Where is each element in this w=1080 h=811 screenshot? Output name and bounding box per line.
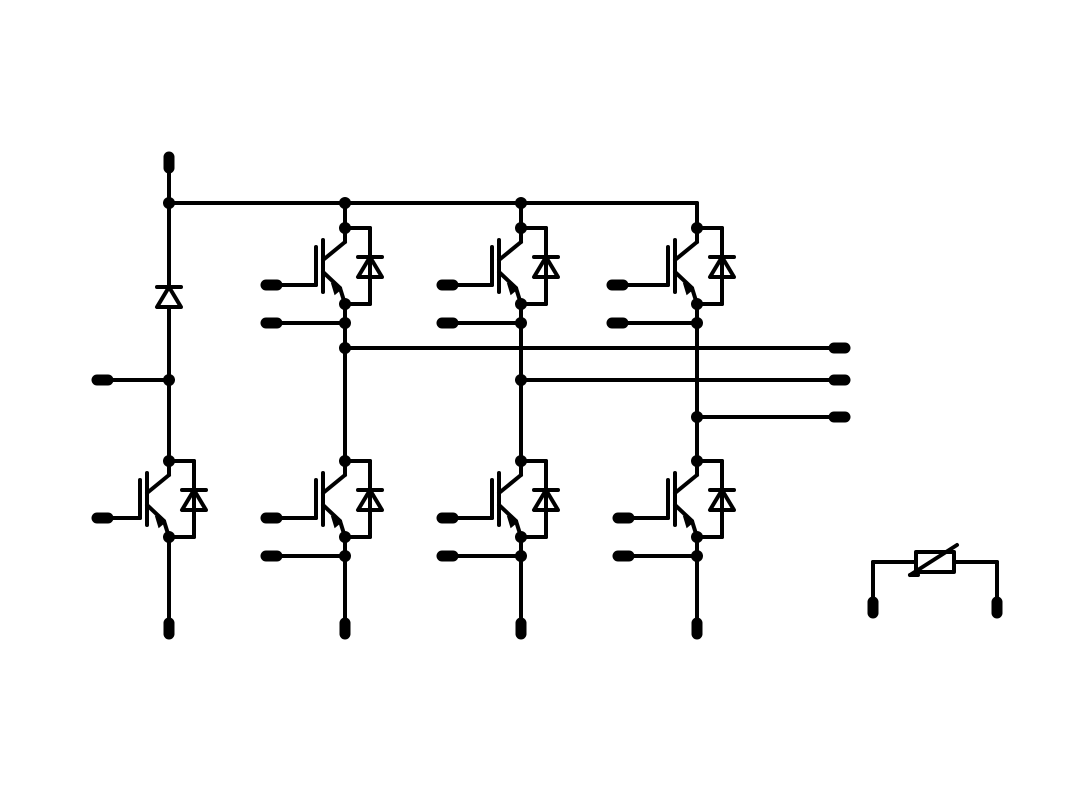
- junction-dot: [163, 197, 175, 209]
- igbt-switches: [138, 222, 736, 553]
- junction-dot: [691, 550, 703, 562]
- dc-plus-bus: [167, 201, 699, 230]
- inverter-leg-u: [260, 279, 351, 640]
- igbt-v-high: [490, 222, 560, 320]
- junction-dot: [691, 531, 703, 543]
- junction-dot: [339, 298, 351, 310]
- junction-dot: [163, 531, 175, 543]
- brake-igbt: [138, 455, 208, 553]
- junction-dot: [515, 298, 527, 310]
- junction-dot: [691, 455, 703, 467]
- junction-dot: [339, 550, 351, 562]
- brake-chopper: [91, 151, 183, 640]
- phase-outputs: [343, 342, 851, 423]
- junction-dot: [515, 550, 527, 562]
- junction-dot: [339, 317, 351, 329]
- inverter-leg-w: [606, 279, 703, 640]
- igbt-v-low: [490, 455, 560, 553]
- junction-dot: [163, 374, 175, 386]
- junction-dot: [515, 374, 527, 386]
- igbt-u-high: [314, 222, 384, 320]
- inverter-leg-v: [436, 279, 527, 640]
- junction-dot: [515, 531, 527, 543]
- junction-dot: [691, 411, 703, 423]
- igbt-w-high: [666, 222, 736, 320]
- igbt-u-low: [314, 455, 384, 553]
- junction-dot: [163, 455, 175, 467]
- junction-dot: [339, 197, 351, 209]
- junction-dot: [515, 317, 527, 329]
- junction-dot: [339, 531, 351, 543]
- igbt-w-low: [666, 455, 736, 553]
- ntc-thermistor: [867, 543, 1003, 619]
- junction-dot: [691, 298, 703, 310]
- junction-dot: [339, 342, 351, 354]
- junction-dot: [515, 455, 527, 467]
- junction-dots: [163, 197, 703, 562]
- junction-dot: [339, 222, 351, 234]
- brake-diode: [155, 285, 183, 309]
- junction-dot: [691, 317, 703, 329]
- junction-dot: [515, 222, 527, 234]
- junction-dot: [515, 197, 527, 209]
- junction-dot: [691, 222, 703, 234]
- junction-dot: [339, 455, 351, 467]
